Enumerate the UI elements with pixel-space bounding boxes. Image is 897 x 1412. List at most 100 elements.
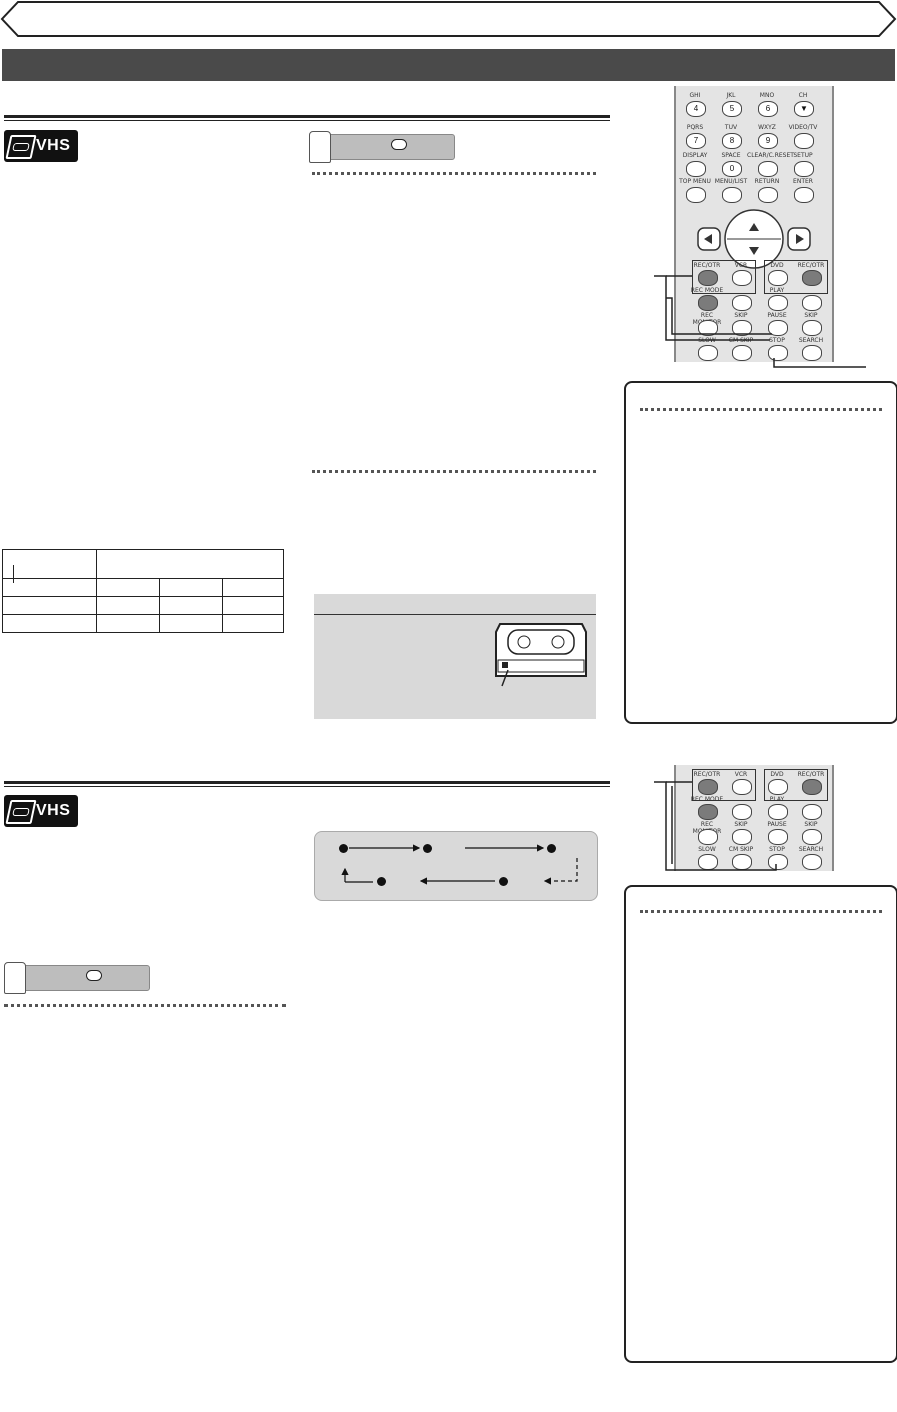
remote-key[interactable]: ▼	[794, 101, 814, 117]
remote-key[interactable]	[768, 320, 788, 336]
remote-hand-icon	[309, 131, 331, 163]
vhs-badge: VHS	[4, 795, 78, 827]
remote-key[interactable]: 5	[722, 101, 742, 117]
remote-key-label: DVD	[770, 262, 784, 269]
remote-key-label: MENU/LIST	[714, 178, 748, 185]
remote-key[interactable]	[698, 270, 718, 286]
remote-key-label: PQRS	[686, 124, 704, 131]
remote-key-label: SKIP	[804, 312, 818, 319]
section2-rule	[4, 781, 610, 784]
remote-key[interactable]	[794, 187, 814, 203]
callout-lines	[654, 275, 866, 368]
remote-key[interactable]	[758, 187, 778, 203]
cassette-icon	[495, 623, 587, 687]
remote-key[interactable]: 4	[686, 101, 706, 117]
remote-key[interactable]	[768, 829, 788, 845]
vcr-button-tag	[309, 131, 459, 163]
remote-key[interactable]	[768, 295, 788, 311]
note-dotted-divider	[640, 910, 882, 913]
remote-key[interactable]	[686, 161, 706, 177]
remote-key-label: ENTER	[793, 178, 813, 185]
remote-key[interactable]	[802, 829, 822, 845]
remote-hand-icon	[4, 962, 26, 994]
remote-key-label: RETURN	[754, 178, 780, 185]
remote-key-label: JKL	[726, 92, 736, 99]
remote-key[interactable]	[732, 829, 752, 845]
remote-key-label: REC MODE	[690, 796, 724, 803]
dotted-divider	[312, 470, 596, 473]
dotted-divider	[312, 172, 596, 175]
remote-key-label: REC/OTR	[693, 262, 721, 269]
remote-key[interactable]: 0	[722, 161, 742, 177]
callout-lines	[654, 781, 777, 871]
remote-key[interactable]	[686, 187, 706, 203]
remote-key[interactable]	[732, 779, 752, 795]
remote-key[interactable]: 9	[758, 133, 778, 149]
vcr-button-icon	[391, 139, 407, 150]
remote-key[interactable]	[698, 804, 718, 820]
remote-key[interactable]	[802, 270, 822, 286]
section-title-bar	[2, 49, 895, 81]
remote-key[interactable]	[732, 270, 752, 286]
cycle-node	[547, 844, 556, 853]
vcr-button-icon	[86, 970, 102, 981]
remote-key[interactable]	[698, 829, 718, 845]
remote-key[interactable]	[802, 854, 822, 870]
remote-key[interactable]	[768, 804, 788, 820]
remote-key[interactable]	[768, 779, 788, 795]
dotted-divider	[4, 1004, 286, 1007]
remote-key-label: SEARCH	[798, 846, 824, 853]
remote-key[interactable]: 7	[686, 133, 706, 149]
remote-key-label: STOP	[769, 846, 785, 853]
cycle-node	[339, 844, 348, 853]
remote-key[interactable]	[794, 161, 814, 177]
remote-key[interactable]: 6	[758, 101, 778, 117]
vhs-badge-label: VHS	[36, 137, 71, 154]
tag-bar	[323, 134, 455, 160]
arrow-pad	[697, 209, 811, 269]
cassette-icon	[5, 800, 37, 824]
remote-key-label: SKIP	[804, 821, 818, 828]
remote-key[interactable]	[732, 295, 752, 311]
remote-key[interactable]	[732, 345, 752, 361]
vcr-button-tag	[4, 962, 154, 994]
dvd-button-group	[764, 260, 828, 294]
remote-key[interactable]	[732, 320, 752, 336]
section1-rule-thin	[4, 120, 610, 121]
remote-key[interactable]	[722, 187, 742, 203]
remote-key[interactable]: 8	[722, 133, 742, 149]
remote-key-label: PLAY	[769, 796, 785, 803]
note-box	[624, 381, 897, 724]
remote-key-label: MNO	[759, 92, 775, 99]
remote-key[interactable]	[758, 161, 778, 177]
tape-speed-table	[2, 549, 284, 633]
remote-key[interactable]	[698, 779, 718, 795]
remote-key-label: CH	[798, 92, 808, 99]
remote-key[interactable]	[698, 320, 718, 336]
remote-key[interactable]	[802, 804, 822, 820]
remote-key-label: SEARCH	[798, 337, 824, 344]
remote-key[interactable]	[698, 295, 718, 311]
remote-key-label: PAUSE	[767, 312, 787, 319]
remote-key[interactable]	[768, 270, 788, 286]
section1-rule	[4, 115, 610, 118]
remote-key[interactable]	[802, 320, 822, 336]
remote-key[interactable]	[768, 854, 788, 870]
page-header-frame	[0, 0, 897, 37]
remote-key[interactable]	[802, 345, 822, 361]
remote-key[interactable]	[802, 295, 822, 311]
remote-key[interactable]	[768, 345, 788, 361]
remote-key-label: REC/OTR	[797, 262, 825, 269]
dvd-button-group	[764, 769, 828, 801]
cycle-arrows	[341, 844, 578, 885]
remote-key-label: PLAY	[769, 287, 785, 294]
remote-key[interactable]	[802, 779, 822, 795]
remote-key[interactable]	[794, 133, 814, 149]
remote-key-label: VCR	[734, 771, 748, 778]
remote-key-label: WXYZ	[758, 124, 776, 131]
remote-key[interactable]	[732, 804, 752, 820]
remote-key-label: SPACE	[721, 152, 741, 159]
cycle-node	[423, 844, 432, 853]
remote-key[interactable]	[698, 345, 718, 361]
